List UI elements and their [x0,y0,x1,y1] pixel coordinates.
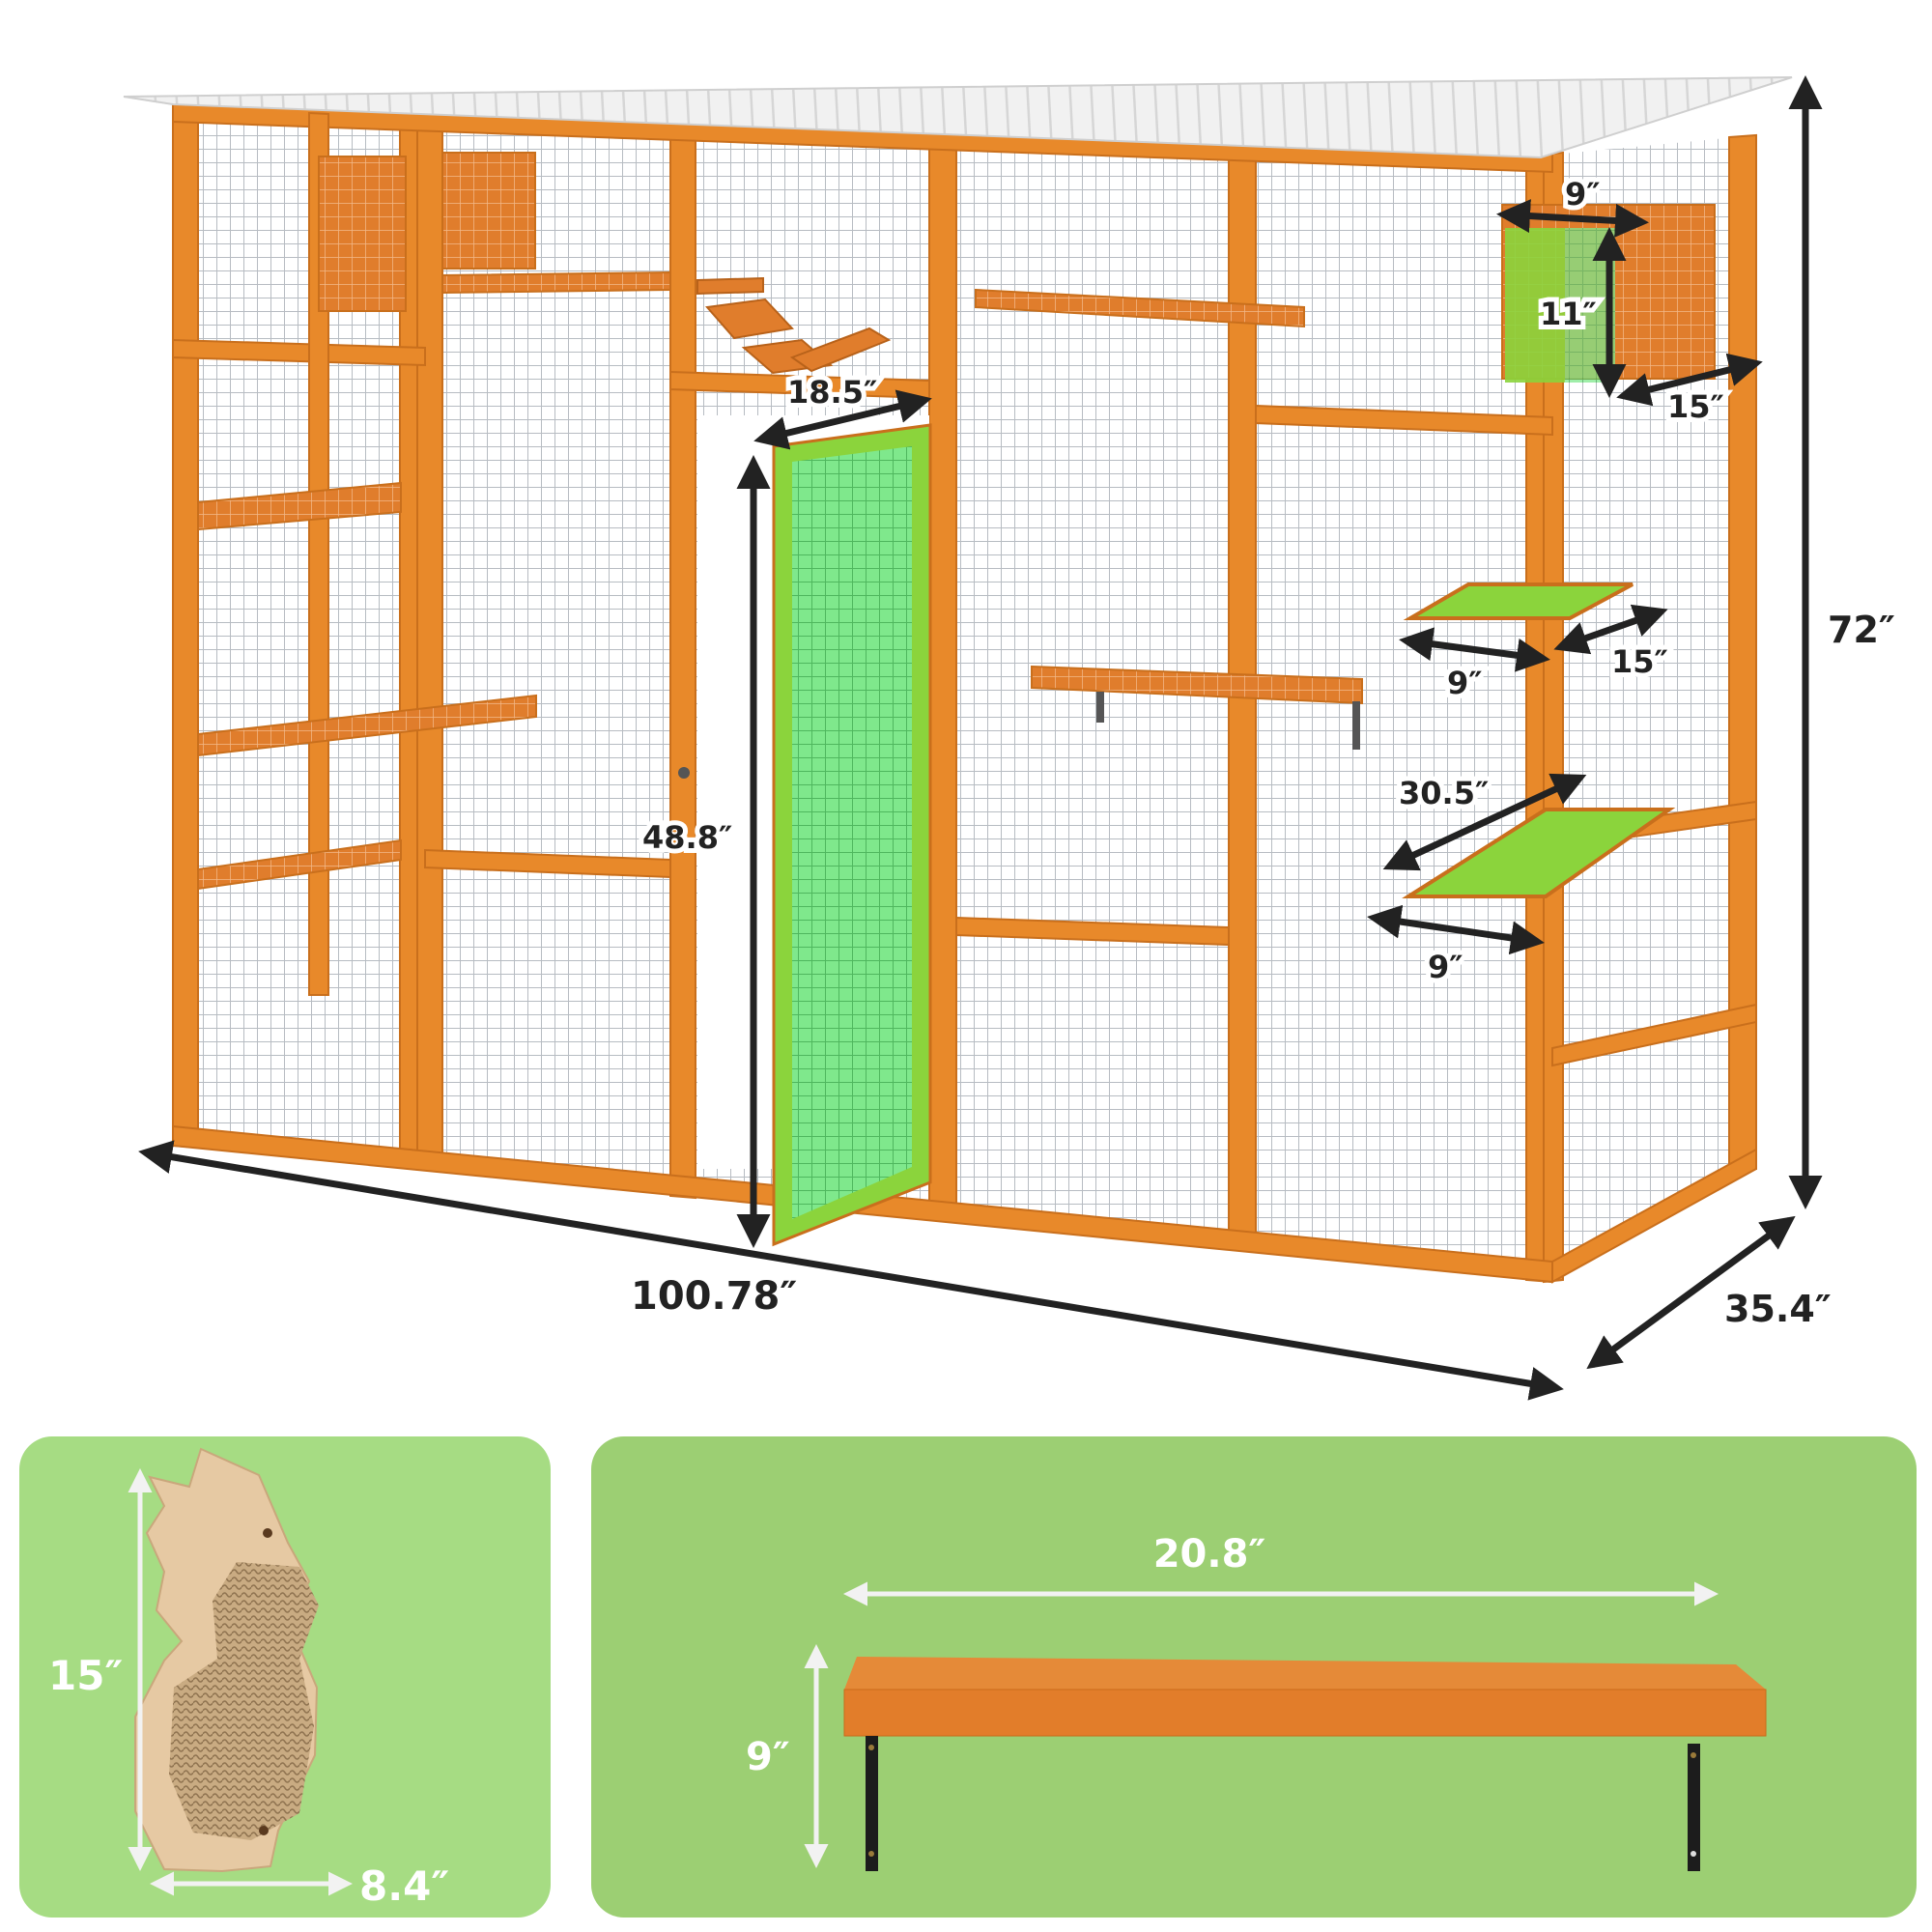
door-width-label: 18.5″ [787,374,877,411]
left-column-shelves [197,152,671,891]
dimension-arrows [138,75,1823,1401]
center-wall-shelf [1031,665,1363,750]
lower-platform-diagonal-label: 30.5″ [1399,775,1489,811]
roof [123,76,1793,159]
door-width-arrow [753,389,932,450]
scratcher-panel: 15″ 8.4″ [19,1436,551,1918]
hideout-depth-arrow [1616,353,1763,407]
lower-platform-width-arrow [1367,904,1545,955]
upper-platform-width-label: 9″ [1447,665,1483,701]
hideout-height-label: 11″ [1540,296,1597,332]
wall-shelf [843,1657,1767,1871]
scratcher-illustration: 15″ 8.4″ [48,1447,449,1910]
scratcher-width-label: 8.4″ [359,1862,449,1910]
lower-platform-diagonal-arrow [1382,773,1587,871]
door-height-label: 48.8″ [642,819,732,856]
center-top-shelf [975,288,1305,328]
mounting-hole-icon [259,1826,269,1835]
hideout-width-arrow [1496,199,1649,238]
catio-side-mesh [1552,135,1756,1282]
upper-platform-depth-arrow [1553,604,1668,655]
height-label: 72″ [1828,609,1895,651]
door-latch-icon [678,767,690,779]
width-arrow [138,1140,1564,1401]
shelf-length-label: 20.8″ [1153,1532,1266,1577]
catio-illustration [123,76,1793,1284]
width-label: 100.78″ [631,1274,797,1319]
shelf-panel: 20.8″ 9″ [591,1436,1917,1918]
upper-platform-width-arrow [1399,627,1550,672]
depth-label: 35.4″ [1724,1288,1832,1330]
shelf-bracket-left [866,1736,878,1871]
shelf-illustration: 20.8″ 9″ [746,1532,1767,1871]
hammock-bridge [696,276,892,375]
scratcher-height-label: 15″ [48,1652,123,1699]
sisal-scratch-pad [169,1562,319,1840]
shelf-height-label: 9″ [746,1735,790,1779]
upper-platform-depth-label: 15″ [1611,643,1668,680]
shelf-bracket-right [1688,1744,1700,1871]
hideout-width-label: 9″ [1565,176,1601,213]
dimension-labels: 72″ 100.78″ 35.4″ 48.8″ 18.5″ 9″ 11″ 15″… [626,171,1900,1335]
depth-arrow [1586,1215,1796,1370]
lower-platform-width-label: 9″ [1428,949,1463,985]
hideout-depth-label: 15″ [1667,388,1724,425]
mounting-hole-icon [263,1528,272,1538]
